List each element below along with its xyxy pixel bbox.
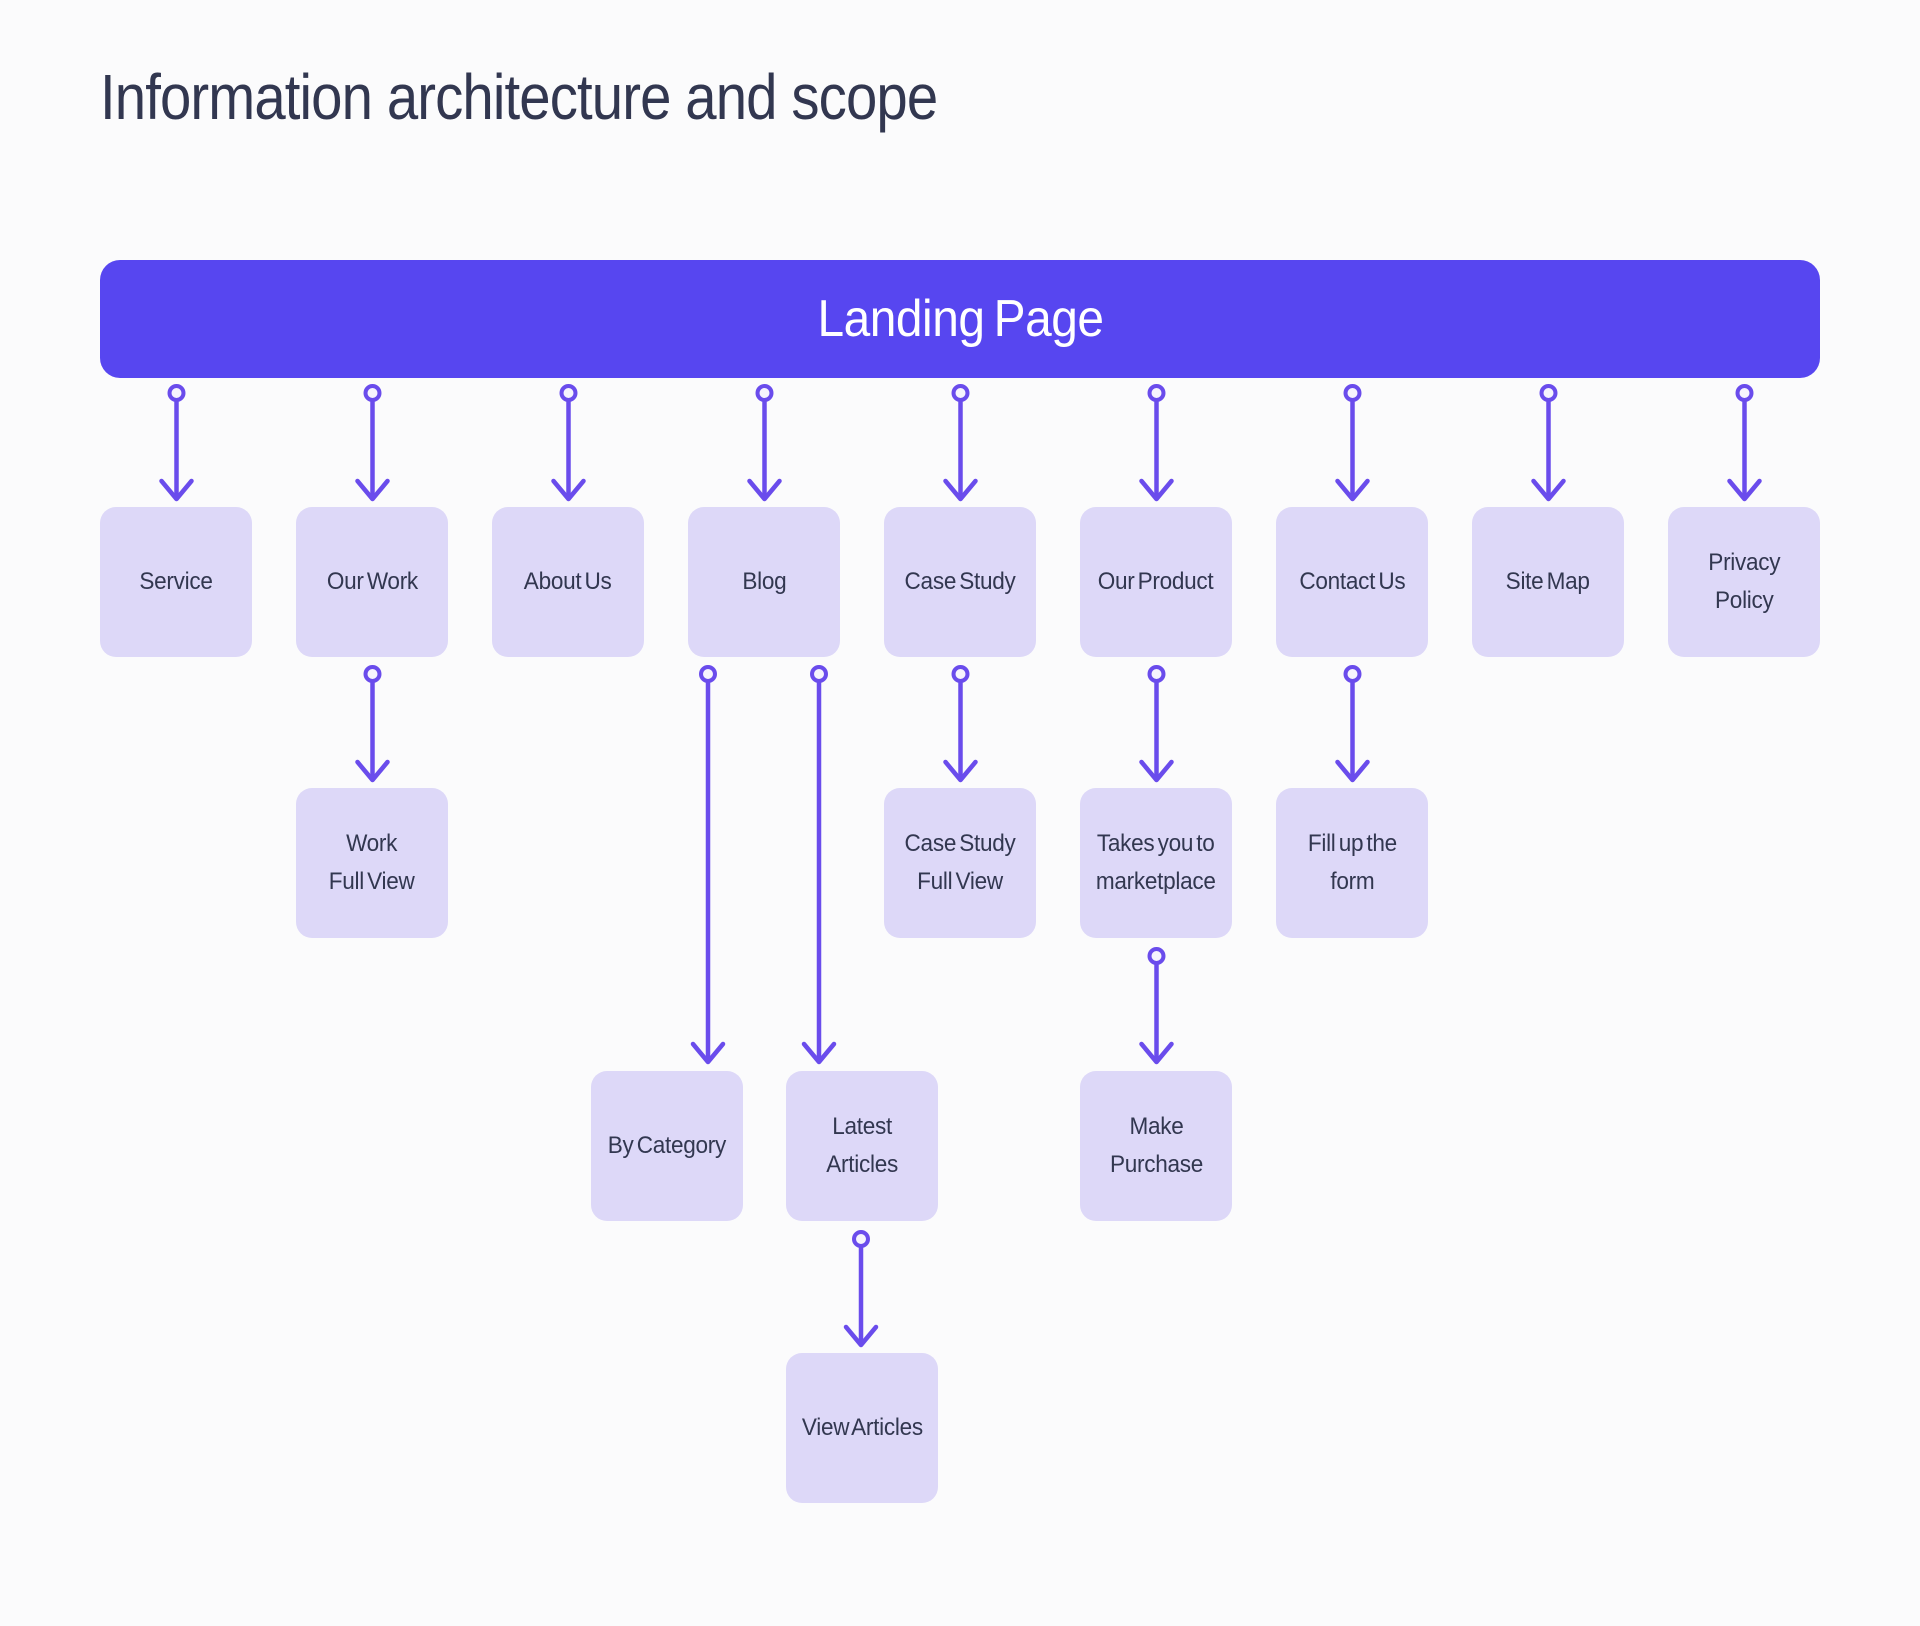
node-case-study: Case Study — [884, 507, 1036, 657]
arrow-origin — [1147, 947, 1166, 965]
arrow-head — [1335, 759, 1370, 783]
arrow-head — [1139, 759, 1174, 783]
node-label: Privacy Policy — [1708, 549, 1780, 614]
node-label: Service — [139, 568, 213, 595]
node-view-articles: View Articles — [786, 1353, 938, 1503]
arrow-origin — [167, 384, 186, 402]
arrow-landing-service — [159, 384, 194, 502]
node-landing-page: Landing Page — [100, 260, 1820, 378]
node-label: Blog — [741, 568, 787, 595]
arrow-origin — [1735, 384, 1754, 402]
arrow-landing-site-map — [1531, 384, 1566, 502]
arrow-head — [747, 478, 782, 502]
arrow-blog-latest-articles — [801, 665, 837, 1065]
node-label: Contact Us — [1299, 568, 1405, 595]
node-label: Work Full View — [329, 830, 415, 895]
node-label: Site Map — [1506, 568, 1590, 595]
arrow-origin — [1343, 384, 1362, 402]
arrow-origin — [951, 665, 970, 683]
node-label: Make Purchase — [1109, 1113, 1203, 1178]
node-label: Takes you to marketplace — [1096, 830, 1216, 895]
node-label: By Category — [607, 1132, 727, 1159]
arrow-head — [355, 759, 390, 783]
node-label: Fill up the form — [1307, 830, 1397, 895]
node-label: Case Study Full View — [904, 830, 1016, 895]
node-make-purchase: Make Purchase — [1080, 1071, 1232, 1221]
arrow-landing-about-us — [551, 384, 586, 502]
arrow-head — [1531, 478, 1566, 502]
arrow-origin — [559, 384, 578, 402]
arrow-head — [943, 759, 978, 783]
arrow-landing-contact-us — [1335, 384, 1370, 502]
arrow-our-product-marketplace — [1139, 665, 1174, 783]
node-label: View Articles — [801, 1414, 923, 1441]
node-our-product: Our Product — [1080, 507, 1232, 657]
arrow-origin — [755, 384, 774, 402]
arrow-landing-privacy-policy — [1727, 384, 1762, 502]
arrow-latest-articles-view-articles — [843, 1230, 879, 1348]
arrow-landing-our-product — [1139, 384, 1174, 502]
node-privacy-policy: Privacy Policy — [1668, 507, 1820, 657]
arrow-origin — [1539, 384, 1558, 402]
arrow-head — [690, 1041, 726, 1065]
arrow-head — [1139, 478, 1174, 502]
node-label: Our Product — [1098, 568, 1214, 595]
node-case-study-full-view: Case Study Full View — [884, 788, 1036, 938]
arrow-head — [843, 1324, 879, 1348]
node-site-map: Site Map — [1472, 507, 1624, 657]
node-service: Service — [100, 507, 252, 657]
node-label: Landing Page — [816, 290, 1104, 348]
arrow-head — [801, 1041, 837, 1065]
arrow-contact-us-fill-form — [1335, 665, 1370, 783]
arrow-origin — [1147, 665, 1166, 683]
arrow-marketplace-make-purchase — [1139, 947, 1174, 1065]
arrow-origin — [363, 665, 382, 683]
node-contact-us: Contact Us — [1276, 507, 1428, 657]
arrow-our-work-work-full-view — [355, 665, 390, 783]
arrow-origin — [852, 1230, 870, 1248]
arrow-case-study-full-view — [943, 665, 978, 783]
arrow-landing-blog — [747, 384, 782, 502]
node-label: Case Study — [904, 568, 1016, 595]
node-work-full-view: Work Full View — [296, 788, 448, 938]
arrow-origin — [810, 665, 828, 683]
arrow-head — [1139, 1041, 1174, 1065]
arrow-blog-by-category — [690, 665, 726, 1065]
arrow-head — [943, 478, 978, 502]
arrow-head — [1335, 478, 1370, 502]
arrow-landing-our-work — [355, 384, 390, 502]
node-blog: Blog — [688, 507, 840, 657]
node-by-category: By Category — [591, 1071, 743, 1221]
arrow-head — [159, 478, 194, 502]
arrow-landing-case-study — [943, 384, 978, 502]
arrow-origin — [699, 665, 717, 683]
page-title: Information architecture and scope — [100, 61, 938, 133]
arrow-origin — [363, 384, 382, 402]
node-fill-up-the-form: Fill up the form — [1276, 788, 1428, 938]
arrow-head — [355, 478, 390, 502]
node-label: Latest Articles — [826, 1113, 898, 1178]
node-takes-you-to-marketplace: Takes you to marketplace — [1080, 788, 1232, 938]
arrow-origin — [951, 384, 970, 402]
node-label: Our Work — [326, 568, 418, 595]
arrow-head — [1727, 478, 1762, 502]
arrow-origin — [1147, 384, 1166, 402]
node-latest-articles: Latest Articles — [786, 1071, 938, 1221]
node-our-work: Our Work — [296, 507, 448, 657]
node-label: About Us — [524, 568, 612, 595]
node-about-us: About Us — [492, 507, 644, 657]
arrow-origin — [1343, 665, 1362, 683]
arrow-head — [551, 478, 586, 502]
